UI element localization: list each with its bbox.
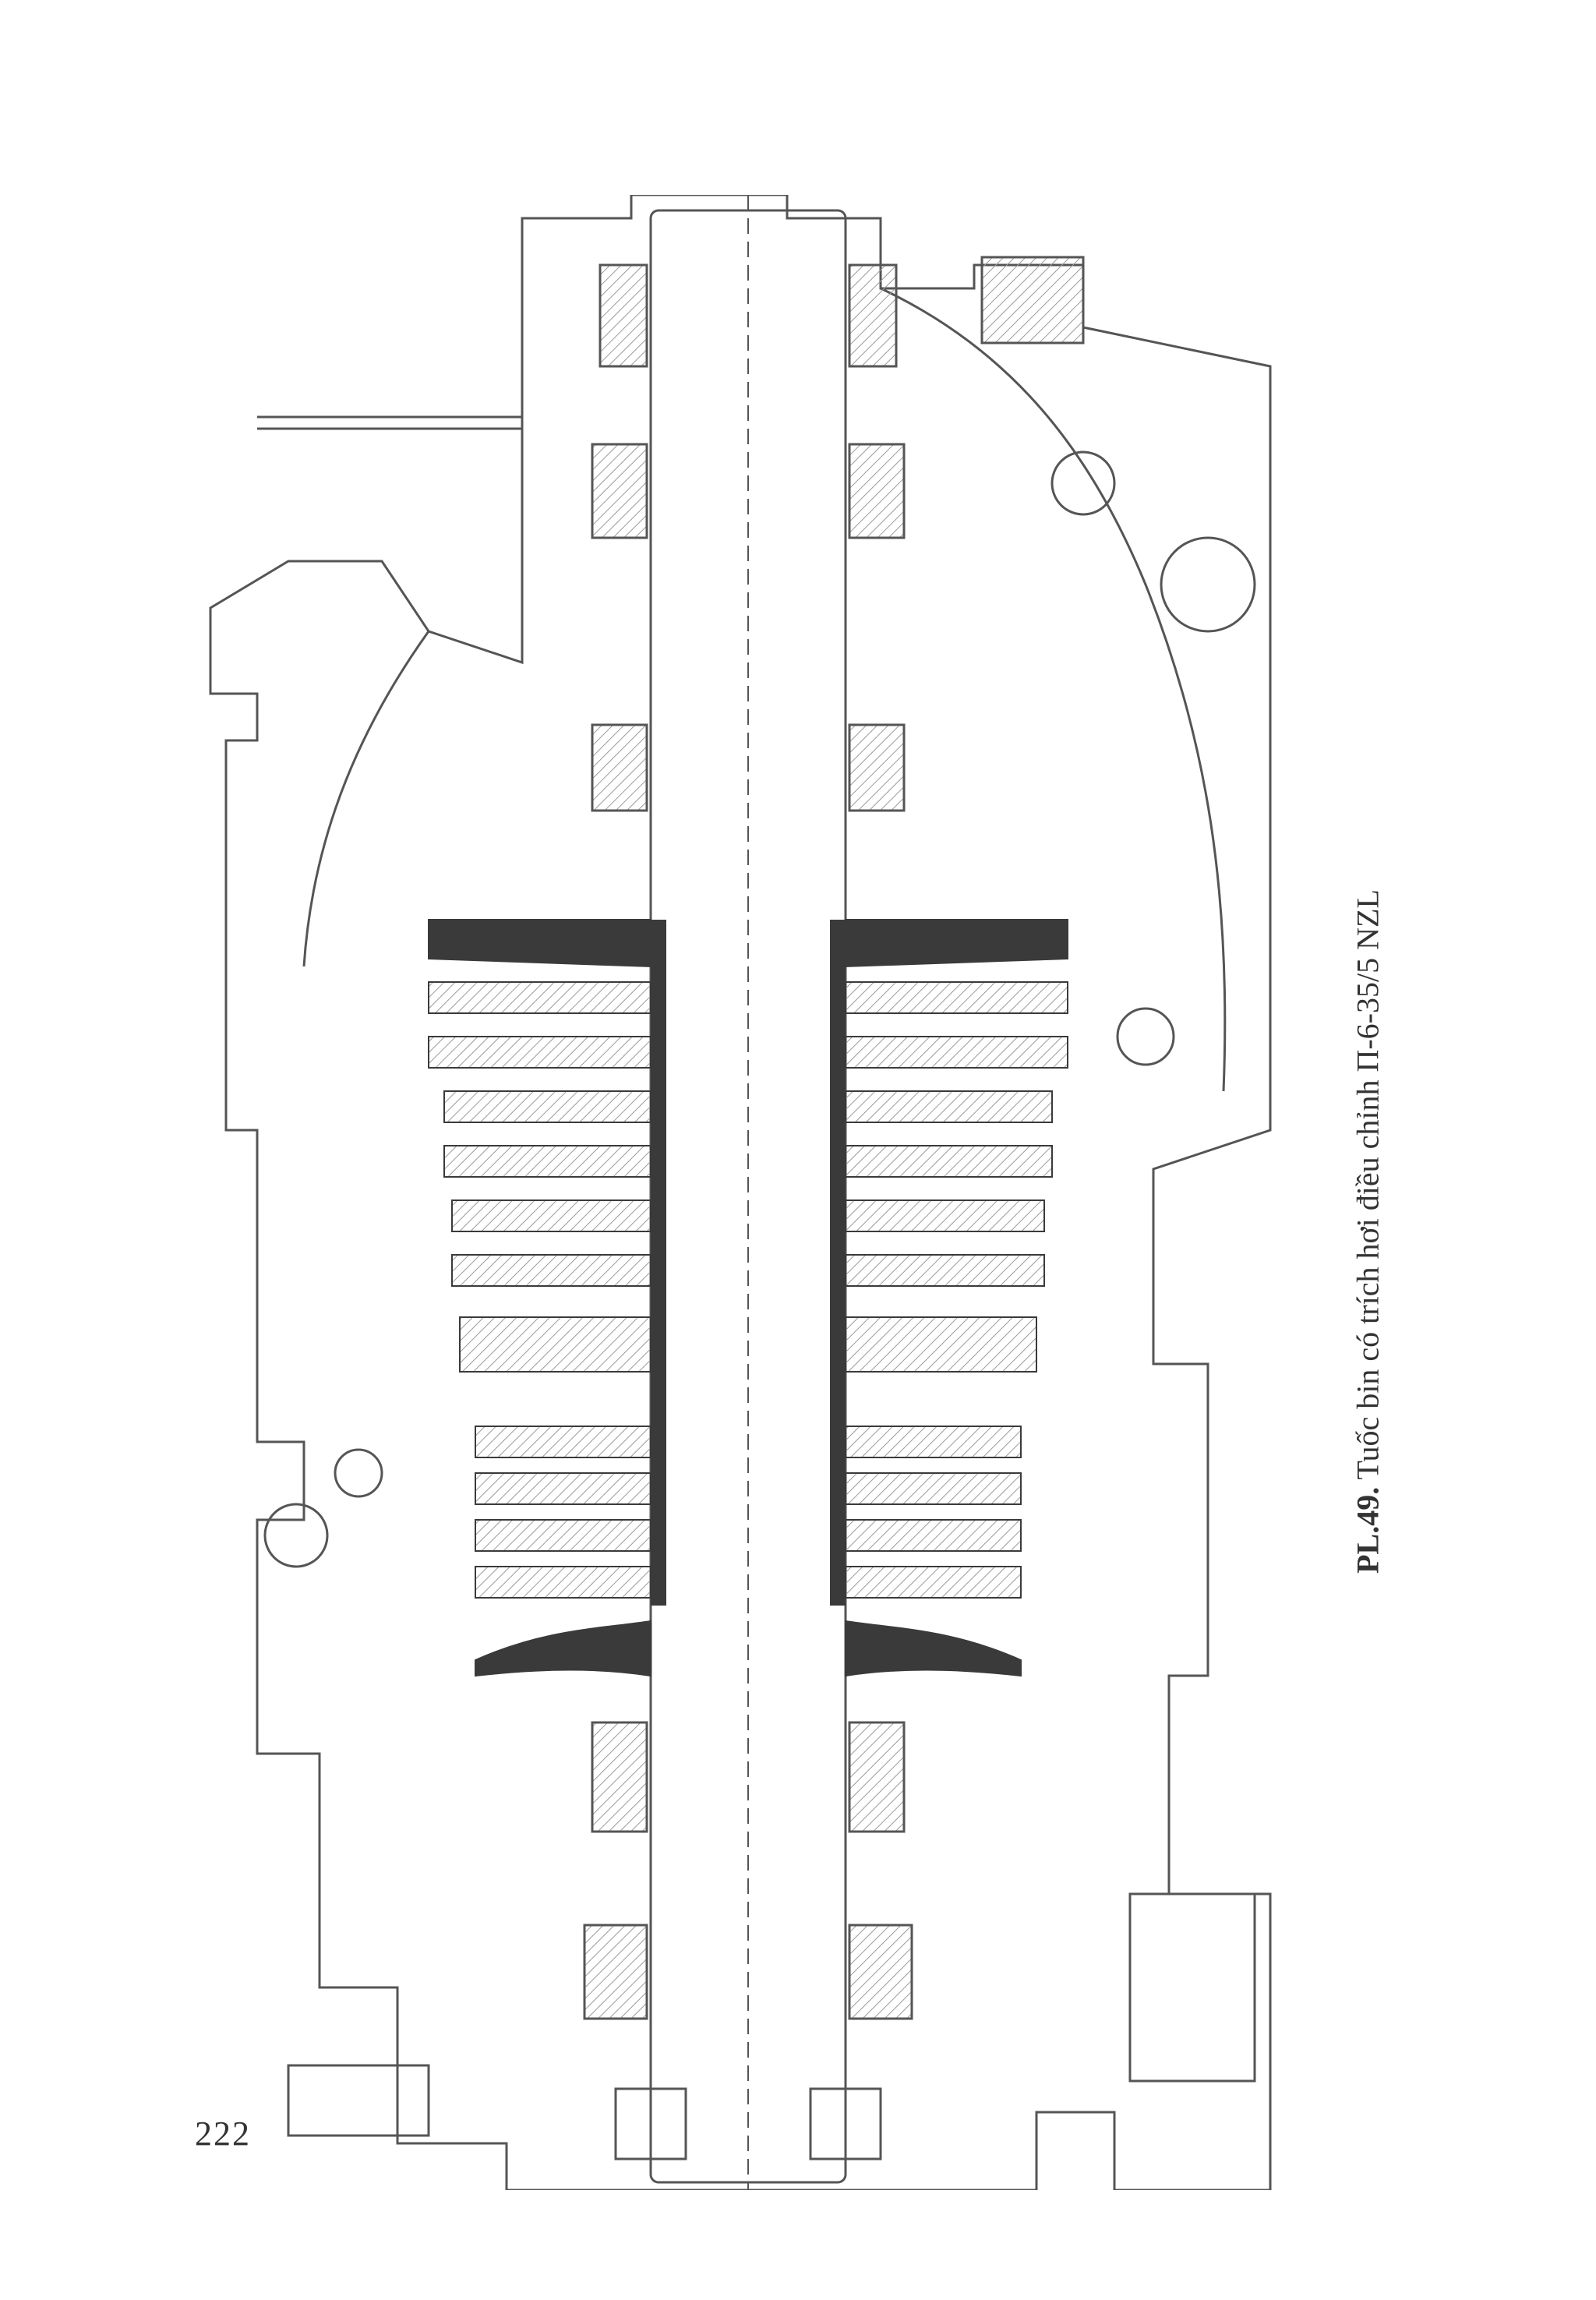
figure-caption-text: Tuốc bin có trích hơi điều chỉnh П-6-35/… <box>1350 889 1386 1480</box>
turbine-section-drawing <box>195 195 1301 2190</box>
figure-label: PL.49. <box>1350 1486 1386 1574</box>
side-fittings <box>257 256 1256 2137</box>
turbine-stages <box>428 919 1068 1677</box>
rear-bearing-housing <box>583 1721 913 2160</box>
casing-outline <box>209 195 1272 2190</box>
front-bearing-housing <box>591 263 906 812</box>
rotor-shaft <box>649 195 847 2190</box>
page-number: 222 <box>195 2115 251 2153</box>
figure-caption: PL.49. Tuốc bin có trích hơi điều chỉnh … <box>1350 889 1386 1574</box>
figure-caption-container: PL.49. Tuốc bin có trích hơi điều chỉnh … <box>1344 842 1391 1621</box>
turbine-section-svg <box>209 195 1272 2190</box>
